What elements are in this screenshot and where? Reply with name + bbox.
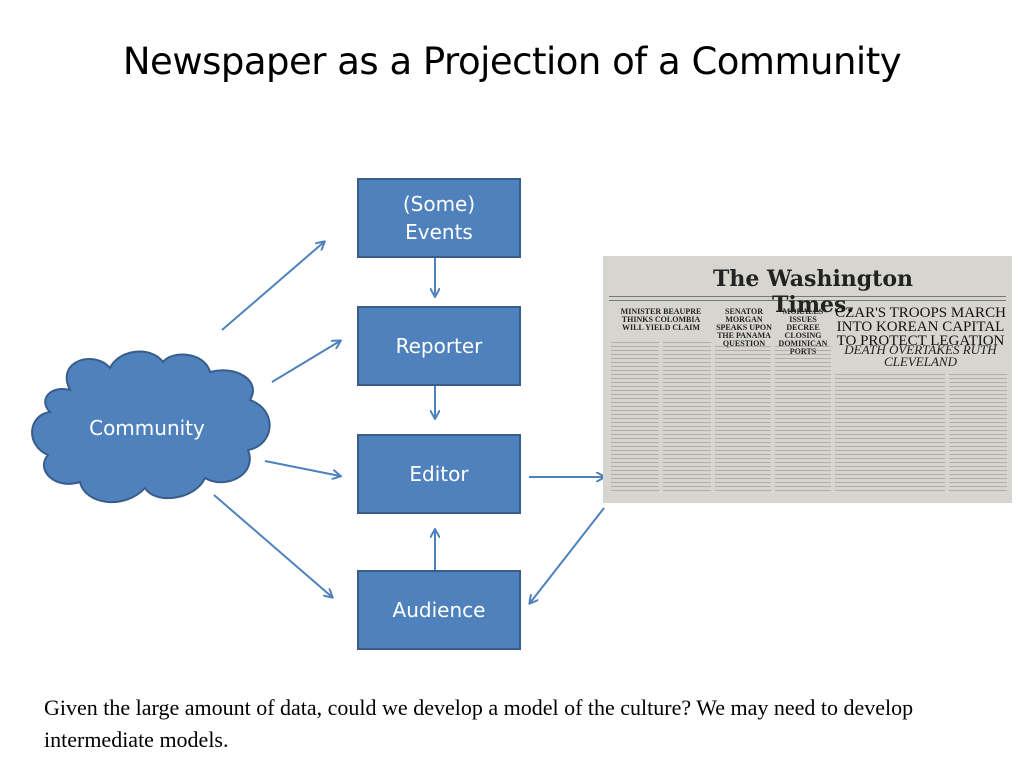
newspaper-column-6	[949, 374, 1007, 492]
editor-box: Editor	[357, 434, 521, 514]
newspaper-column-2	[663, 342, 711, 492]
newspaper-column-head-2: SENATOR MORGAN SPEAKS UPON THE PANAMA QU…	[715, 308, 773, 348]
audience-label: Audience	[393, 596, 486, 624]
newspaper-subhead: DEATH OVERTAKES RUTH CLEVELAND	[833, 344, 1008, 368]
audience-box: Audience	[357, 570, 521, 650]
events-label-line2: Events	[405, 218, 473, 246]
arrow-newspaper-to-audience	[530, 508, 604, 603]
newspaper-column-3	[715, 346, 771, 492]
community-label: Community	[72, 416, 222, 440]
newspaper-column-1	[611, 342, 659, 492]
newspaper-column-head-1: MINISTER BEAUPRE THINKS COLOMBIA WILL YI…	[611, 308, 711, 332]
arrow-community-to-reporter	[272, 341, 340, 382]
events-box: (Some) Events	[357, 178, 521, 258]
newspaper-image: The Washington Times. MINISTER BEAUPRE T…	[603, 256, 1012, 503]
reporter-label: Reporter	[396, 332, 483, 360]
editor-label: Editor	[409, 460, 468, 488]
reporter-box: Reporter	[357, 306, 521, 386]
arrow-community-to-audience	[214, 495, 332, 597]
events-label-line1: (Some)	[403, 190, 475, 218]
arrow-community-to-editor	[265, 461, 340, 476]
newspaper-column-4	[775, 346, 831, 492]
slide-caption: Given the large amount of data, could we…	[44, 692, 974, 756]
arrow-community-to-events	[222, 242, 324, 330]
newspaper-column-5	[835, 374, 945, 492]
